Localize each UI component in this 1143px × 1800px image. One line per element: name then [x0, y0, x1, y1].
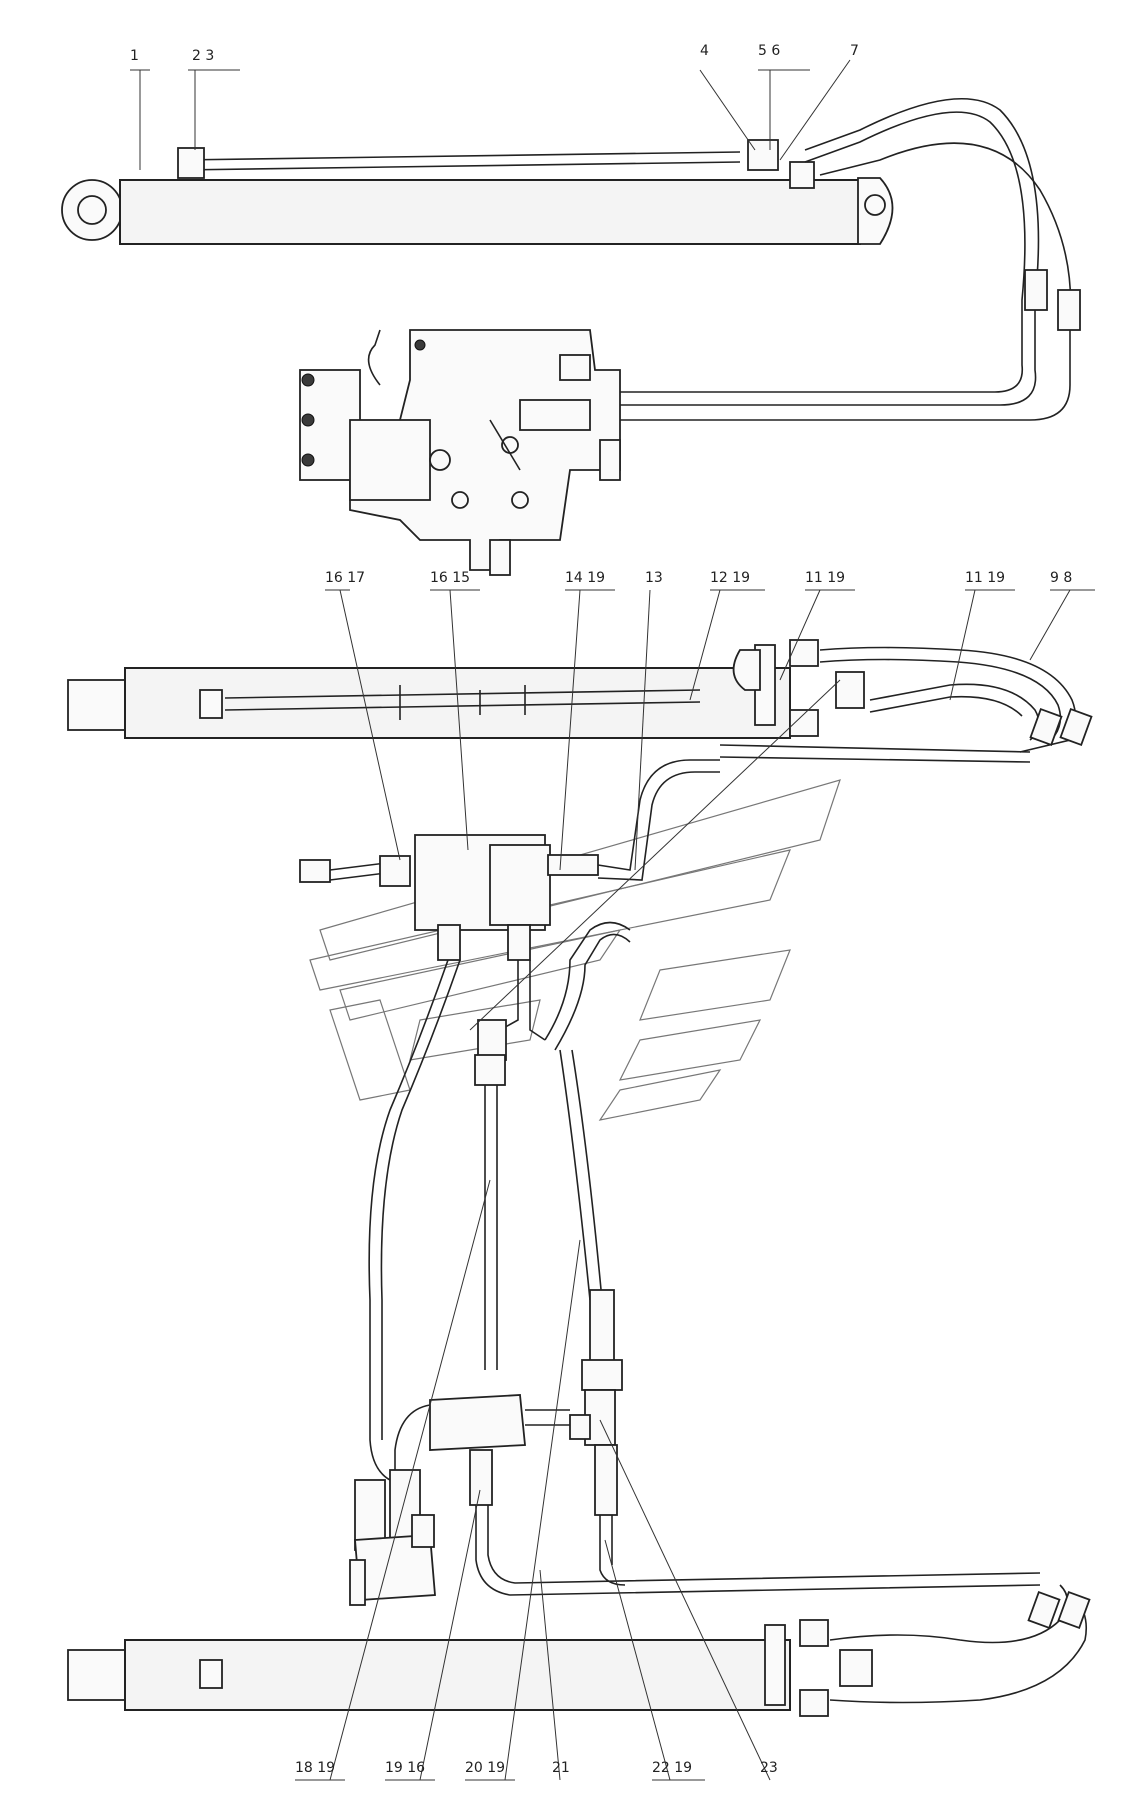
multi-way-control-valve: [299, 329, 621, 576]
flow-control-valve-block: [299, 759, 720, 961]
label-11-19-a: 11 19: [805, 570, 845, 586]
label-7: 7: [850, 43, 859, 59]
label-4: 4: [700, 43, 709, 59]
label-16-15: 16 15: [430, 570, 470, 586]
label-1: 1: [130, 48, 139, 64]
label-16-17: 16 17: [325, 570, 365, 586]
label-11-19-b: 11 19: [965, 570, 1005, 586]
label-22-19: 22 19: [652, 1760, 692, 1776]
bottom-cylinder: [67, 1584, 1091, 1717]
label-2-3: 2 3: [192, 48, 214, 64]
label-13: 13: [645, 570, 663, 586]
lower-pipe-network: [349, 921, 1041, 1606]
label-21: 21: [552, 1760, 570, 1776]
top-lift-cylinder: [61, 139, 894, 245]
label-19-16: 19 16: [385, 1760, 425, 1776]
label-14-19: 14 19: [565, 570, 605, 586]
label-9-8: 9 8: [1050, 570, 1072, 586]
top-hose-run: [560, 97, 1081, 421]
callout-leaders: [130, 59, 1095, 1781]
label-5-6: 5 6: [758, 43, 780, 59]
label-20-19: 20 19: [465, 1760, 505, 1776]
callout-labels: 1 2 3 4 5 6 7 16 17 16 15 14 19 13 12 19…: [130, 43, 1072, 1776]
middle-cylinder: [67, 639, 865, 739]
middle-hose-run: [719, 646, 1093, 763]
label-12-19: 12 19: [710, 570, 750, 586]
label-23: 23: [760, 1760, 778, 1776]
label-18-19: 18 19: [295, 1760, 335, 1776]
